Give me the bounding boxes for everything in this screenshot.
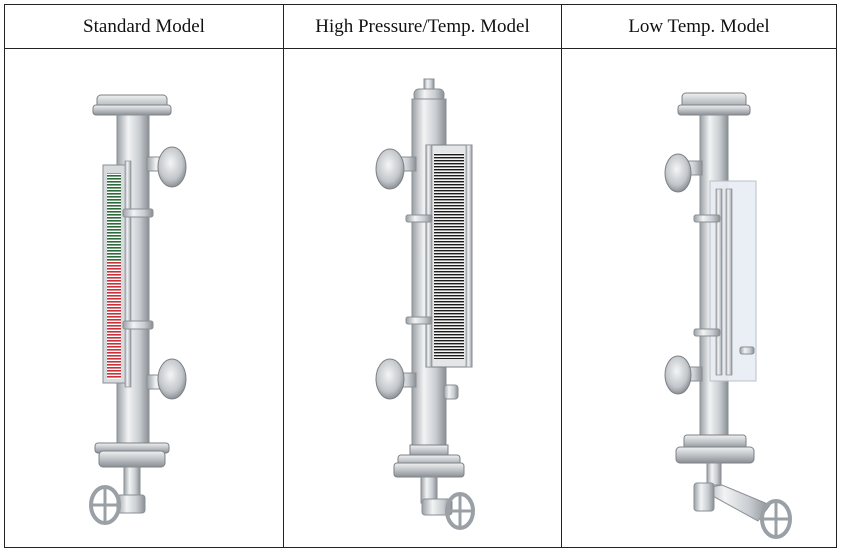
low-temp-level-gauge-image	[664, 92, 792, 539]
cell-low-temp-model	[561, 49, 836, 547]
high-pressure-temp-level-gauge-image	[375, 78, 475, 530]
header-low-temp-model: Low Temp. Model	[561, 5, 836, 49]
cell-high-pressure-temp-model	[283, 49, 561, 547]
header-standard-model: Standard Model	[5, 5, 283, 49]
cell-standard-model	[5, 49, 283, 547]
standard-level-gauge-image	[89, 94, 187, 525]
header-high-pressure-temp-model: High Pressure/Temp. Model	[283, 5, 561, 49]
model-comparison-table: Standard Model High Pressure/Temp. Model…	[4, 4, 837, 548]
